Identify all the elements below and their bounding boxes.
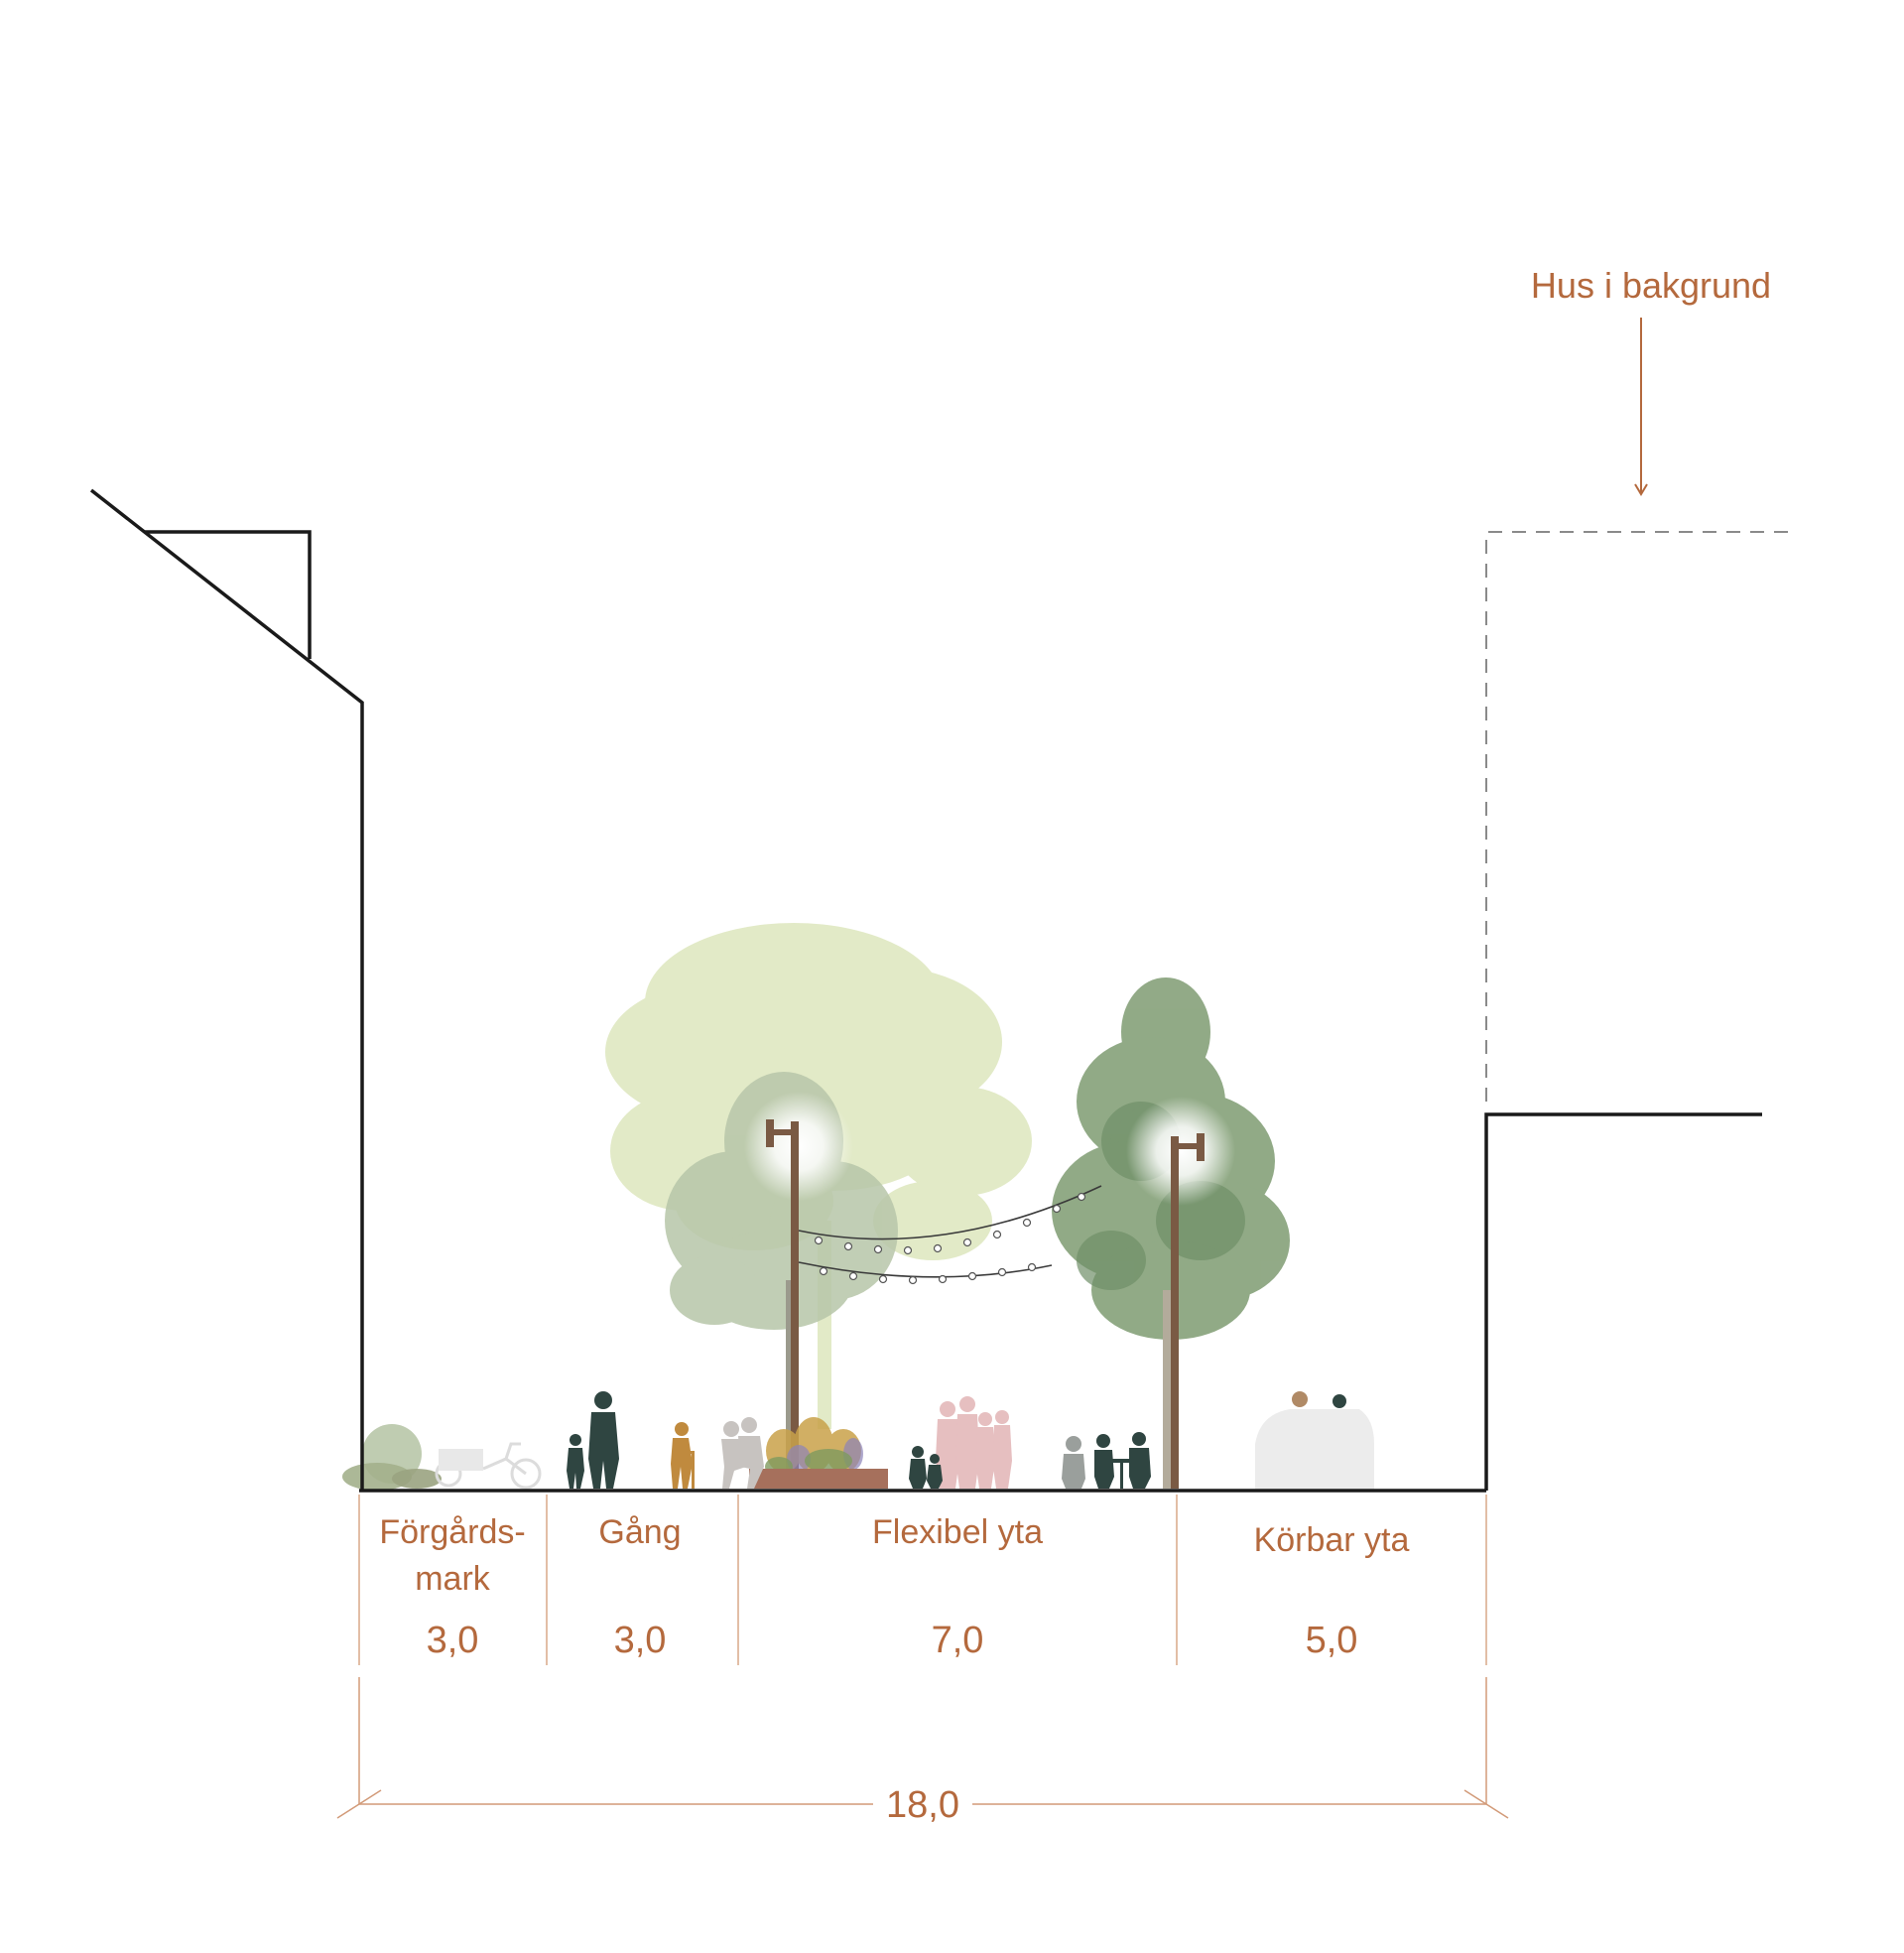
people-at-table [1062, 1432, 1151, 1489]
people [567, 1391, 1374, 1489]
parked-car [1255, 1409, 1374, 1489]
left-building-outline [89, 488, 364, 1491]
zone-width-korbar-yta: 5,0 [1306, 1620, 1358, 1661]
people-group-pink [936, 1396, 1012, 1489]
zone-labels: Förgårds- mark Gång Flexibel yta Körbar … [379, 1513, 1409, 1598]
zone-label-forgardsmark-line2: mark [415, 1560, 491, 1598]
total-dimension-line [336, 1677, 1509, 1819]
front-yard-plants [342, 1424, 442, 1491]
zone-label-flexibel-yta: Flexibel yta [872, 1513, 1043, 1551]
zone-width-flexibel-yta: 7,0 [932, 1620, 984, 1661]
zone-width-gang: 3,0 [614, 1620, 667, 1661]
zone-widths: 3,0 3,0 7,0 5,0 [427, 1620, 1358, 1661]
background-house-dashed-outline [1485, 531, 1788, 1102]
planter-bench [749, 1417, 888, 1489]
person-elderly-walker [671, 1422, 695, 1489]
children-playing [909, 1446, 943, 1489]
person-adult-walking [588, 1391, 619, 1489]
zone-label-forgardsmark-line1: Förgårds- [379, 1513, 525, 1551]
zone-dividers [358, 1495, 1487, 1665]
zone-width-forgardsmark: 3,0 [427, 1620, 479, 1661]
total-width-label: 18,0 [886, 1784, 959, 1826]
street-lamp-left [744, 1092, 853, 1489]
right-building-outline [1484, 1112, 1762, 1491]
person-child-walking [567, 1434, 584, 1489]
zone-label-gang: Gång [598, 1513, 681, 1551]
background-house-arrow [1634, 318, 1648, 496]
zone-label-korbar-yta: Körbar yta [1254, 1521, 1410, 1559]
cargo-bike [435, 1442, 542, 1490]
background-house-label: Hus i bakgrund [1531, 265, 1771, 306]
people-sitting-grey [721, 1417, 764, 1489]
street-lamp-right [1126, 1097, 1235, 1489]
string-lights [798, 1185, 1102, 1285]
